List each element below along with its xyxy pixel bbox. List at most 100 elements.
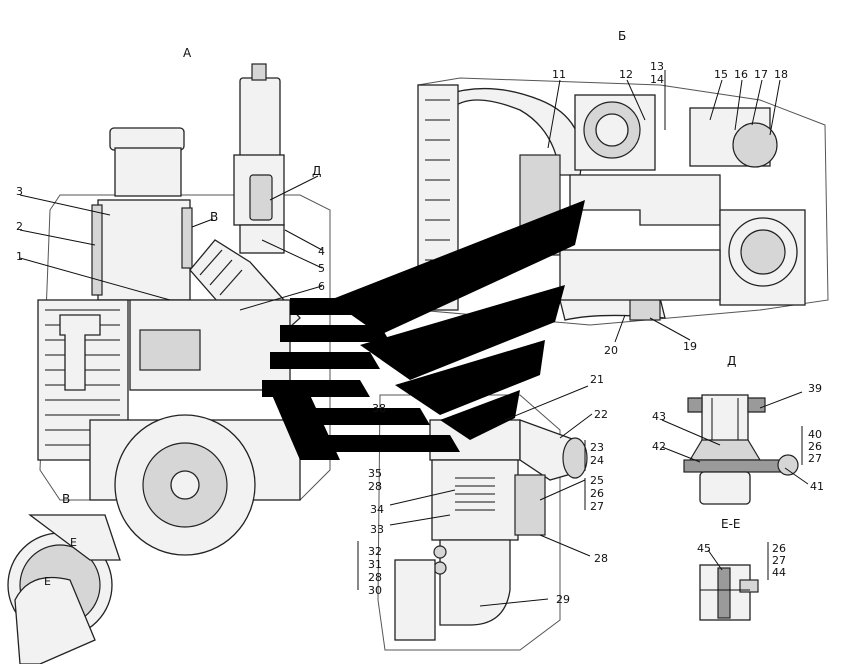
callout-35: 35	[368, 467, 382, 480]
label-view-a: А	[183, 46, 192, 60]
label-view-b: Б	[618, 29, 626, 43]
callout-18: 18	[774, 68, 788, 81]
callout-28c: 28	[368, 571, 382, 584]
leader-42	[661, 446, 701, 463]
callout-27c: 27	[772, 554, 786, 567]
leader-21	[504, 385, 589, 421]
callout-16: 16	[734, 68, 748, 81]
leader-20	[614, 314, 626, 343]
logo-stripe-4	[440, 390, 520, 440]
callout-26c: 26	[772, 542, 786, 555]
leader-19	[649, 317, 691, 341]
view-d-section	[683, 394, 799, 505]
callout-17: 17	[754, 68, 768, 81]
callout-22: 22	[594, 408, 608, 421]
leader-22	[559, 413, 593, 439]
filter-port-inner	[595, 113, 629, 147]
label-view-v: В	[62, 492, 70, 506]
label-e-mark-1: Е	[70, 536, 77, 549]
leader-d	[269, 175, 319, 201]
leader-lines	[19, 70, 809, 607]
labels: А Б В Д Е-Е Д В Е Е 3 2 1 4 5 6 11 12 13…	[16, 29, 824, 606]
callout-28b: 28	[368, 480, 382, 493]
callout-15: 15	[714, 68, 728, 81]
d-nut	[777, 454, 799, 476]
filter-pleats	[455, 477, 495, 511]
callout-1: 1	[16, 250, 23, 263]
leader-33	[389, 514, 451, 526]
view-v-bracket	[28, 514, 121, 561]
bolt-32	[433, 545, 447, 559]
leader-29	[479, 598, 549, 607]
precleaner-valve	[251, 63, 267, 81]
leader-18	[769, 79, 781, 136]
callout-21: 21	[590, 373, 604, 386]
d-cone	[688, 439, 762, 461]
leader-28	[539, 534, 591, 557]
callout-6: 6	[318, 280, 325, 293]
filter-cylinder	[431, 459, 519, 541]
lower-outline	[377, 394, 561, 651]
intake-pipe-11	[444, 87, 583, 176]
watermark-logo	[262, 200, 585, 460]
view-v-detail	[7, 514, 121, 664]
callout-14: 14	[650, 73, 664, 86]
label-e-mark-2: Е	[44, 575, 51, 588]
callout-27b: 27	[808, 452, 822, 465]
leader-17	[751, 79, 763, 126]
d-upper-flange	[687, 397, 766, 413]
e-nut	[739, 579, 759, 593]
pipe-flange	[562, 437, 588, 479]
logo-stripe-1	[330, 200, 585, 335]
leader-2	[19, 229, 96, 246]
coolant-pipe	[59, 314, 101, 391]
leader-12	[626, 79, 646, 121]
manifold-block	[129, 299, 291, 391]
leader-39	[759, 391, 803, 409]
leader-45	[707, 549, 723, 571]
leader-25	[539, 479, 586, 501]
callout-38: 38	[372, 402, 386, 415]
callout-25: 25	[590, 474, 604, 487]
callout-30: 30	[368, 584, 382, 597]
precleaner-cylinder	[239, 77, 281, 159]
d-lower-hose	[699, 471, 751, 505]
e-bolt	[717, 567, 731, 619]
air-cleaner-cap	[109, 127, 185, 151]
callout-2: 2	[16, 220, 23, 233]
callout-31: 31	[368, 558, 382, 571]
callout-34: 34	[370, 503, 384, 516]
label-view-d: Д	[727, 354, 736, 368]
elbow-port	[732, 122, 778, 168]
callout-11: 11	[552, 68, 566, 81]
logo-bar-3	[270, 352, 380, 369]
leader-34	[389, 489, 456, 506]
air-cleaner-band	[91, 204, 103, 296]
leader-1	[19, 257, 171, 301]
callout-20: 20	[604, 344, 618, 357]
air-cleaner-body	[97, 199, 191, 301]
pipe-d-detail	[249, 174, 273, 221]
callout-33: 33	[370, 523, 384, 536]
callout-32: 32	[368, 545, 382, 558]
air-cleaner-clamp	[181, 207, 193, 269]
hose-ribs	[199, 249, 243, 296]
leader-16	[734, 79, 743, 131]
logo-vertical	[272, 395, 340, 460]
callout-13: 13	[650, 60, 664, 73]
turbo-inlet-inner	[740, 229, 786, 275]
support-leg	[394, 559, 436, 641]
leader-43	[661, 419, 721, 446]
bottom-elbow	[439, 539, 511, 626]
callout-26b: 26	[808, 440, 822, 453]
callout-39: 39	[808, 382, 822, 395]
flywheel-center	[170, 470, 200, 500]
callout-28: 28	[594, 552, 608, 565]
bracket-25	[514, 474, 546, 536]
engine-rail	[559, 249, 721, 301]
callout-43: 43	[652, 410, 666, 423]
label-d-marker: Д	[312, 164, 321, 178]
logo-bar-5	[300, 408, 430, 425]
